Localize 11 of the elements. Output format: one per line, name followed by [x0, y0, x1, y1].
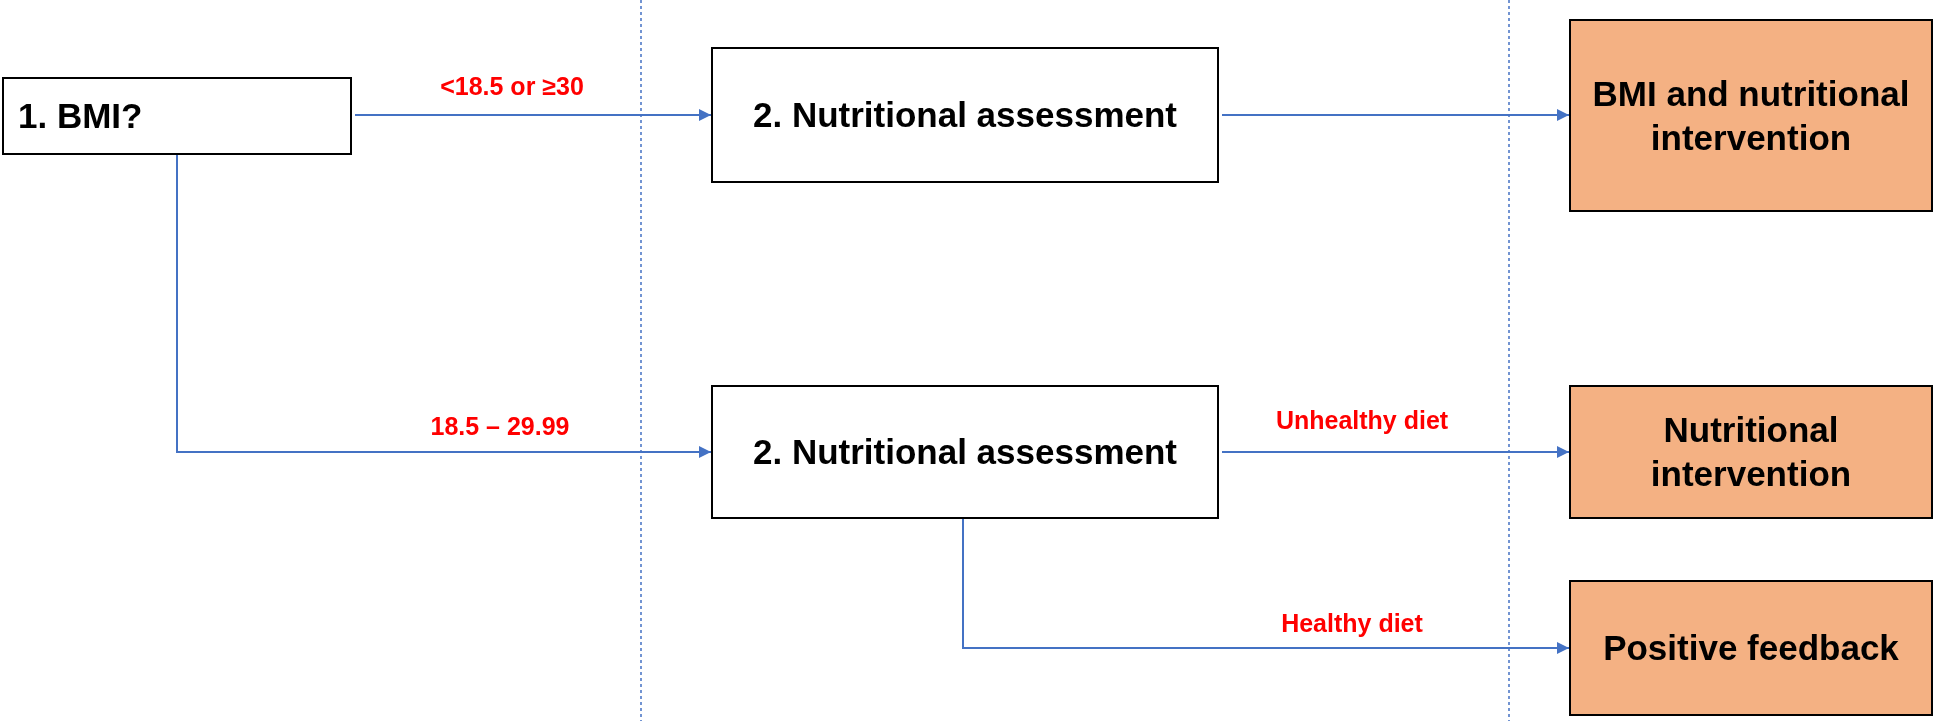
process-box: 2. Nutritional assessment [711, 385, 1219, 519]
arrow [354, 109, 712, 121]
arrow [176, 154, 712, 458]
outcome-box: BMI and nutritional intervention [1569, 19, 1933, 212]
outcome-box: Nutritional intervention [1569, 385, 1933, 519]
process-box: 1. BMI? [2, 77, 352, 155]
arrow [1221, 109, 1570, 121]
arrow [1221, 446, 1570, 458]
outcome-box: Positive feedback [1569, 580, 1933, 716]
arrow [962, 518, 1570, 654]
process-box: 2. Nutritional assessment [711, 47, 1219, 183]
